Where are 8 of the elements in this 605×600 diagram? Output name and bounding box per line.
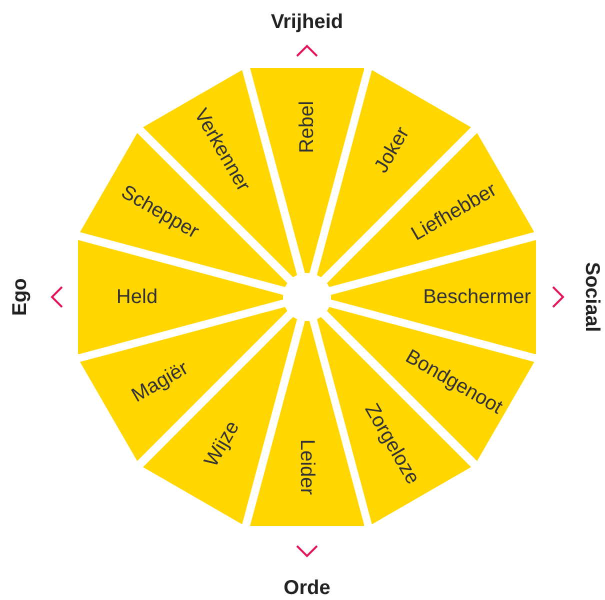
axis-label: Ego (10, 278, 30, 316)
axis-label: Sociaal (582, 262, 602, 332)
axis-label: Orde (284, 578, 330, 598)
wedge-label: Leider (296, 439, 317, 495)
axis-label: Vrijheid (270, 12, 344, 32)
wedge-label: Held (116, 286, 158, 307)
wedge-label: Beschermer (423, 286, 531, 307)
wedge-label: Rebel (296, 100, 317, 154)
